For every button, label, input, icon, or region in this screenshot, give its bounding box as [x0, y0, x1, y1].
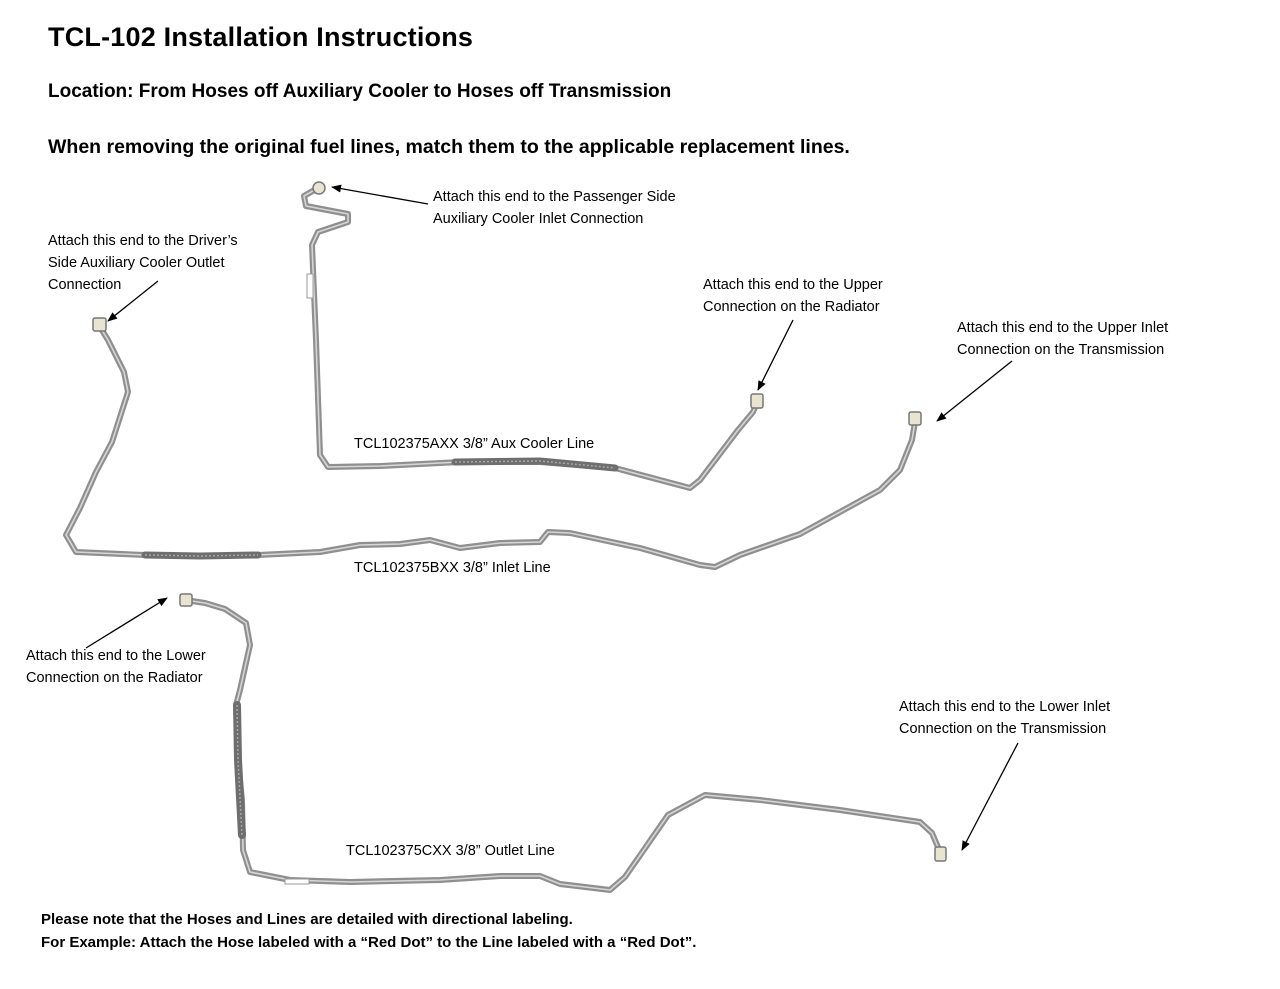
page-title: TCL-102 Installation Instructions	[48, 22, 474, 52]
outlet-line	[179, 593, 947, 893]
drivers-side-fitting	[92, 317, 107, 332]
location-subtitle: Location: From Hoses off Auxiliary Coole…	[48, 81, 672, 102]
callout-line: Connection on the Radiator	[26, 670, 203, 686]
upper-radiator-fitting	[750, 393, 764, 409]
arrow-upper-inlet-transmission	[936, 360, 1013, 422]
callout-upper-radiator: Attach this end to the Upper Connection …	[703, 274, 883, 318]
callout-line: Connection on the Transmission	[899, 721, 1107, 737]
aux-cooler-line-tag	[306, 273, 314, 299]
callout-line: Auxiliary Cooler Inlet Connection	[433, 211, 644, 227]
callout-line: Attach this end to the Upper	[703, 277, 883, 293]
label-outlet-line: TCL102375CXX 3/8” Outlet Line	[346, 843, 555, 859]
arrow-lower-inlet-transmission	[961, 742, 1019, 851]
upper-inlet-transmission-fitting	[908, 411, 922, 426]
callout-line: Side Auxiliary Cooler Outlet	[48, 255, 225, 271]
arrow-lower-radiator	[85, 597, 168, 649]
callout-line: Connection on the Radiator	[703, 299, 880, 315]
instruction-text: When removing the original fuel lines, m…	[48, 136, 850, 158]
callout-drivers-side: Attach this end to the Driver’s Side Aux…	[48, 230, 238, 296]
aux-cooler-hose-section	[451, 457, 619, 472]
passenger-side-fitting	[312, 181, 326, 195]
callout-line: Attach this end to the Upper Inlet	[957, 320, 1169, 336]
aux-cooler-line	[301, 181, 764, 491]
label-inlet-line: TCL102375BXX 3/8” Inlet Line	[354, 560, 551, 576]
lower-inlet-transmission-fitting	[934, 846, 947, 862]
outlet-line-tag	[284, 878, 310, 885]
footer-line-1: Please note that the Hoses and Lines are…	[41, 911, 573, 928]
footer-note: Please note that the Hoses and Lines are…	[41, 908, 696, 954]
outlet-hose-section	[233, 701, 246, 839]
arrow-passenger-side	[331, 184, 429, 205]
footer-line-2: For Example: Attach the Hose labeled wit…	[41, 934, 697, 951]
arrow-drivers-side	[107, 280, 159, 322]
inlet-line	[63, 317, 922, 570]
callout-line: Connection on the Transmission	[957, 342, 1165, 358]
callout-line: Connection	[48, 277, 122, 293]
callout-lower-radiator: Attach this end to the Lower Connection …	[26, 645, 206, 689]
callout-passenger-side: Attach this end to the Passenger Side Au…	[433, 186, 676, 230]
callout-line: Attach this end to the Driver’s	[48, 233, 238, 249]
callout-lower-inlet-transmission: Attach this end to the Lower Inlet Conne…	[899, 696, 1110, 740]
label-aux-cooler-line: TCL102375AXX 3/8” Aux Cooler Line	[354, 436, 595, 452]
arrow-upper-radiator	[757, 319, 794, 391]
callout-line: Attach this end to the Lower Inlet	[899, 699, 1111, 715]
lower-radiator-fitting	[179, 593, 193, 607]
callout-upper-inlet-transmission: Attach this end to the Upper Inlet Conne…	[957, 317, 1168, 361]
callout-line: Attach this end to the Passenger Side	[433, 189, 676, 205]
callout-line: Attach this end to the Lower	[26, 648, 206, 664]
